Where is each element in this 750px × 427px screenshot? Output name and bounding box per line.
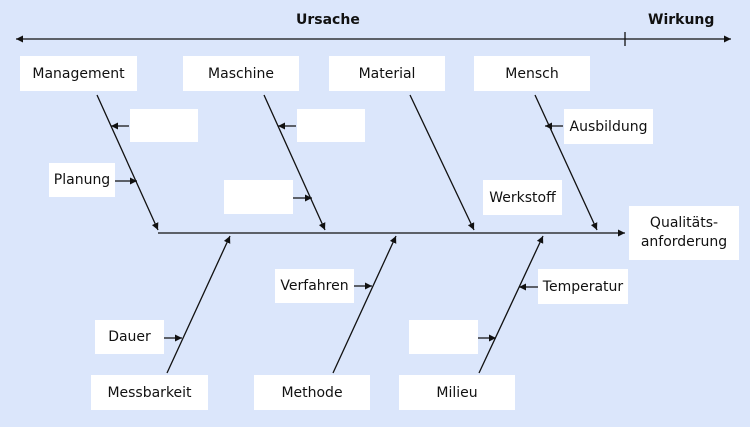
bone-management [96,94,159,231]
sub-cause-empty-maschine [297,109,365,142]
effect-header: Wirkung [648,12,715,28]
bone-mensch [534,94,598,231]
sub-cause-verfahren: Verfahren [275,269,354,303]
sub-cause-empty-management [130,109,198,142]
sub-cause-dauer: Dauer [95,320,164,354]
category-mensch: Mensch [474,56,590,91]
bone-milieu [478,235,544,374]
category-material: Material [329,56,445,91]
category-messbarkeit: Messbarkeit [91,375,208,410]
bone-material [409,94,475,231]
bone-messbarkeit [166,235,231,374]
category-management: Management [20,56,137,91]
cause-header: Ursache [296,12,360,28]
effect-line-2: anforderung [640,234,728,250]
sub-cause-ausbildung: Ausbildung [564,109,653,144]
sub-cause-empty-milieu [409,320,478,354]
category-milieu: Milieu [399,375,515,410]
bone-maschine [263,94,326,231]
sub-cause-planung: Planung [49,163,115,197]
category-methode: Methode [254,375,370,410]
effect-box: Qualitäts- anforderung [629,206,739,260]
effect-line-1: Qualitäts- [649,215,719,231]
sub-cause-temperatur: Temperatur [538,269,628,304]
category-maschine: Maschine [183,56,299,91]
bone-methode [332,235,397,374]
sub-cause-werkstoff: Werkstoff [483,180,562,215]
sub-cause-empty-middle [224,180,293,214]
